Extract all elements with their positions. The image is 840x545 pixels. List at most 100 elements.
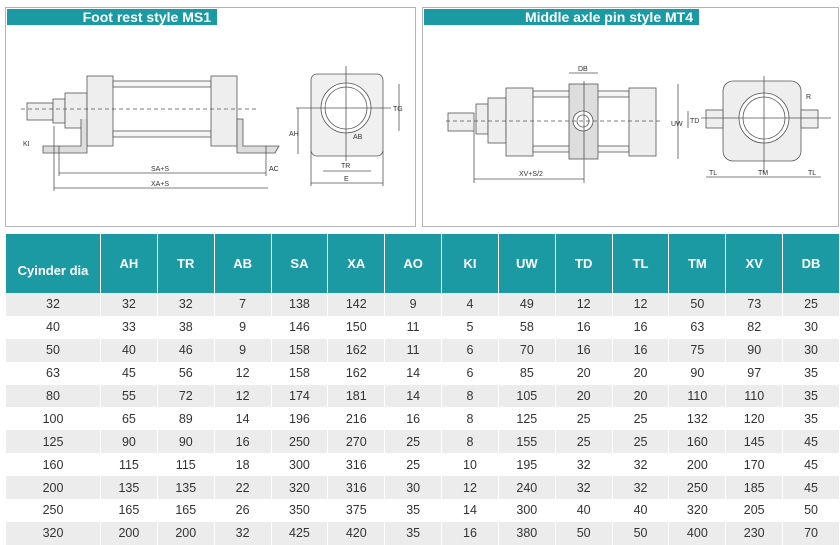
table-cell: 49 — [498, 293, 555, 316]
table-cell: 110 — [669, 384, 726, 408]
table-cell: 8 — [442, 430, 498, 454]
table-cell: 165 — [157, 499, 214, 522]
column-header: AH — [101, 234, 157, 293]
r-label: R — [806, 94, 811, 101]
table-cell: 420 — [328, 521, 385, 545]
table-cell: 4 — [442, 293, 498, 316]
table-cell: 20 — [555, 361, 612, 385]
table-cell: 32 — [6, 293, 100, 316]
table-cell: 45 — [783, 476, 839, 500]
xa-label: XA+S — [151, 181, 169, 188]
table-cell: 155 — [498, 430, 555, 454]
column-header: XV — [726, 234, 783, 293]
table-cell: 16 — [612, 338, 669, 362]
table-cell: 16 — [385, 407, 442, 431]
table-cell: 240 — [498, 476, 555, 500]
foot-rest-diagram: SA+S XA+S AC KI AH TG AB TR E — [21, 66, 403, 191]
table-cell: 16 — [214, 430, 271, 454]
table-cell: 90 — [669, 361, 726, 385]
table-cell: 11 — [385, 315, 442, 339]
table-cell: 55 — [101, 384, 157, 408]
xv-label: XV+S/2 — [519, 171, 543, 178]
table-cell: 135 — [157, 476, 214, 500]
e-label: E — [344, 176, 349, 183]
table-cell: 50 — [783, 499, 839, 522]
table-cell: 30 — [783, 315, 839, 339]
table-cell: 320 — [271, 476, 328, 500]
table-cell: 316 — [328, 453, 385, 477]
table-cell: 100 — [6, 407, 100, 431]
table-cell: 300 — [271, 453, 328, 477]
table-cell: 181 — [328, 384, 385, 408]
table-cell: 12 — [612, 293, 669, 316]
table-cell: 70 — [498, 338, 555, 362]
table-cell: 40 — [101, 338, 157, 362]
table-cell: 320 — [669, 499, 726, 522]
table-cell: 125 — [498, 407, 555, 431]
table-cell: 9 — [214, 315, 271, 339]
front-foot — [42, 119, 88, 154]
db-label: DB — [578, 66, 588, 73]
table-cell: 9 — [214, 338, 271, 362]
table-cell: 32 — [612, 453, 669, 477]
table-cell: 30 — [783, 338, 839, 362]
table-cell: 63 — [6, 361, 100, 385]
table-cell: 25 — [385, 453, 442, 477]
table-cell: 6 — [442, 361, 498, 385]
table-cell: 25 — [555, 407, 612, 431]
table-cell: 115 — [157, 453, 214, 477]
table-cell: 32 — [157, 293, 214, 316]
table-cell: 125 — [6, 430, 100, 454]
table-cell: 12 — [214, 361, 271, 385]
table-cell: 115 — [101, 453, 157, 477]
table-cell: 35 — [385, 521, 442, 545]
table-cell: 38 — [157, 315, 214, 339]
tm-label: TM — [758, 170, 768, 177]
table-cell: 50 — [6, 338, 100, 362]
table-cell: 50 — [669, 293, 726, 316]
table-cell: 82 — [726, 315, 783, 339]
table-cell: 200 — [101, 521, 157, 545]
table-cell: 32 — [101, 293, 157, 316]
table-cell: 35 — [783, 361, 839, 385]
table-cell: 250 — [669, 476, 726, 500]
column-header: TM — [669, 234, 726, 293]
table-cell: 33 — [101, 315, 157, 339]
table-cell: 145 — [726, 430, 783, 454]
table-cell: 20 — [612, 384, 669, 408]
column-header: TD — [555, 234, 612, 293]
table-cell: 5 — [442, 315, 498, 339]
table-cell: 250 — [271, 430, 328, 454]
column-header: SA — [271, 234, 328, 293]
column-header: AO — [385, 234, 442, 293]
ac-label: AC — [269, 166, 279, 173]
uw-label: UW — [671, 121, 683, 128]
table-cell: 105 — [498, 384, 555, 408]
piston-rod — [447, 112, 475, 132]
table-cell: 75 — [669, 338, 726, 362]
table-cell: 40 — [612, 499, 669, 522]
column-header: Cyinder dia — [6, 234, 100, 293]
table-cell: 45 — [101, 361, 157, 385]
table-cell: 32 — [214, 521, 271, 545]
table-cell: 270 — [328, 430, 385, 454]
table-cell: 32 — [555, 476, 612, 500]
table-cell: 6 — [442, 338, 498, 362]
table-cell: 26 — [214, 499, 271, 522]
middle-axle-panel: DB XV+S/2 UW TD TL TM TL R Middle axle p… — [422, 7, 839, 227]
table-cell: 20 — [612, 361, 669, 385]
column-header: DB — [783, 234, 839, 293]
table-cell: 80 — [6, 384, 100, 408]
table-cell: 425 — [271, 521, 328, 545]
table-cell: 135 — [101, 476, 157, 500]
table-cell: 14 — [214, 407, 271, 431]
table-cell: 158 — [271, 361, 328, 385]
panel-title: Foot rest style MS1 — [7, 9, 217, 25]
tl-label-left: TL — [709, 170, 717, 177]
table-cell: 142 — [328, 293, 385, 316]
table-cell: 162 — [328, 338, 385, 362]
